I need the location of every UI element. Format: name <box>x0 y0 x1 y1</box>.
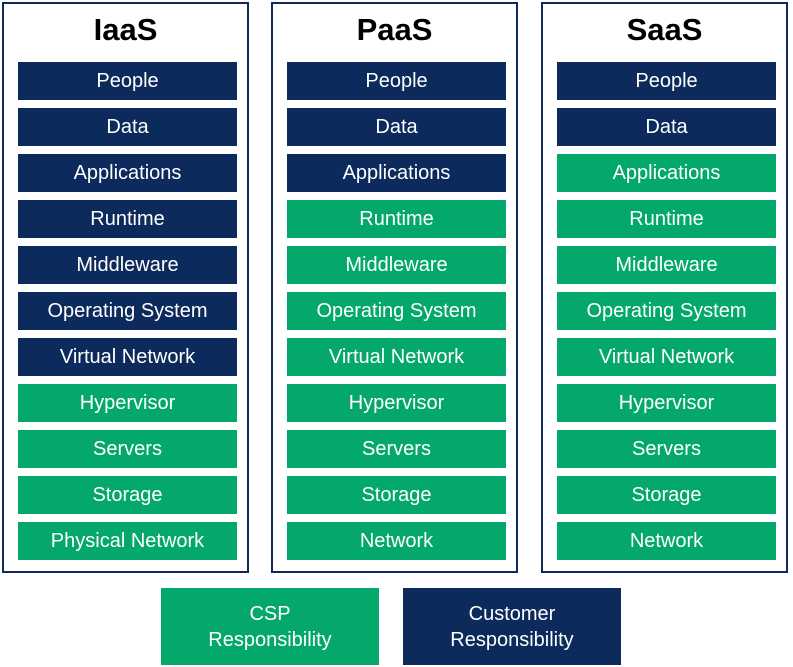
layer-runtime: Runtime <box>287 200 506 238</box>
legend-customer-line2: Responsibility <box>450 628 574 651</box>
layer-data: Data <box>18 108 237 146</box>
layer-virtual-network: Virtual Network <box>18 338 237 376</box>
layer-data: Data <box>557 108 776 146</box>
layer-operating-system: Operating System <box>557 292 776 330</box>
layer-applications: Applications <box>18 154 237 192</box>
layer-servers: Servers <box>18 430 237 468</box>
column-title: PaaS <box>356 12 433 47</box>
legend-customer: Customer Responsibility <box>403 588 621 665</box>
layer-network: Network <box>287 522 506 560</box>
legend-customer-line1: Customer <box>468 602 556 625</box>
layer-virtual-network: Virtual Network <box>287 338 506 376</box>
layer-people: People <box>287 62 506 100</box>
layer-applications: Applications <box>557 154 776 192</box>
layer-runtime: Runtime <box>557 200 776 238</box>
layer-data: Data <box>287 108 506 146</box>
layer-runtime: Runtime <box>18 200 237 238</box>
layer-hypervisor: Hypervisor <box>557 384 776 422</box>
layer-storage: Storage <box>287 476 506 514</box>
layer-people: People <box>557 62 776 100</box>
layer-servers: Servers <box>557 430 776 468</box>
layer-storage: Storage <box>557 476 776 514</box>
layer-operating-system: Operating System <box>18 292 237 330</box>
layer-middleware: Middleware <box>287 246 506 284</box>
layer-virtual-network: Virtual Network <box>557 338 776 376</box>
legend-csp-line1: CSP <box>249 602 291 625</box>
layer-physical-network: Physical Network <box>18 522 237 560</box>
legend-csp: CSP Responsibility <box>161 588 379 665</box>
layer-middleware: Middleware <box>18 246 237 284</box>
layer-storage: Storage <box>18 476 237 514</box>
column-title: SaaS <box>626 12 703 47</box>
layer-middleware: Middleware <box>557 246 776 284</box>
layer-applications: Applications <box>287 154 506 192</box>
layer-hypervisor: Hypervisor <box>287 384 506 422</box>
layer-hypervisor: Hypervisor <box>18 384 237 422</box>
layer-operating-system: Operating System <box>287 292 506 330</box>
layer-network: Network <box>557 522 776 560</box>
layer-people: People <box>18 62 237 100</box>
layer-servers: Servers <box>287 430 506 468</box>
legend-csp-line2: Responsibility <box>208 628 332 651</box>
column-title: IaaS <box>93 12 158 47</box>
